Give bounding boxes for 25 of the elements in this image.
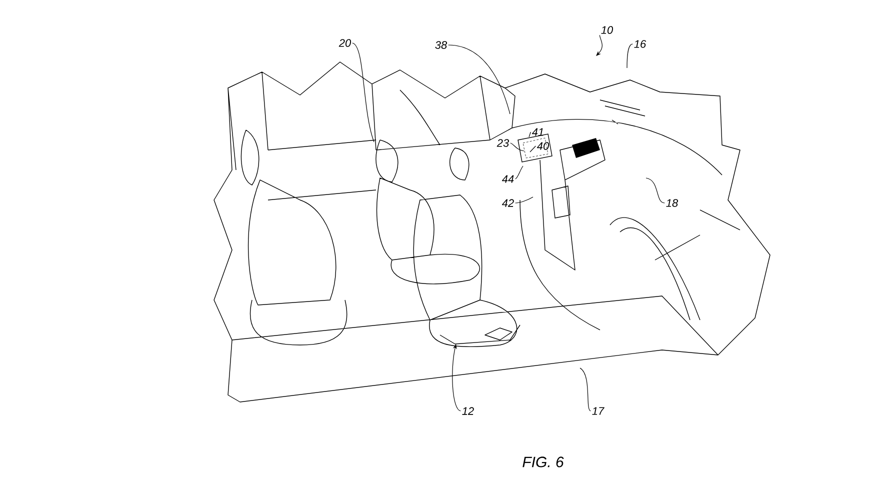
callout-number: 18 [666,199,678,207]
leader-line [452,344,461,412]
callout-number: 42 [502,199,514,207]
leader-line [448,44,510,114]
leader-line [510,142,524,152]
callout-number: 40 [536,142,550,150]
callout-number: 44 [502,175,514,183]
callout-number: 16 [634,40,646,48]
leader-line [646,178,665,204]
callout-number: 10 [601,26,614,34]
callout-number: 23 [496,139,510,147]
figure-caption: FIG. 6 [522,456,564,468]
leader-line [580,368,591,412]
callout-number: 12 [462,407,474,415]
callout-number: 38 [435,41,448,49]
leader-line [528,132,531,138]
callout-number: 17 [592,407,604,415]
leader-line [352,42,374,142]
leader-line [515,166,524,180]
leader-line [515,196,534,204]
leader-line [596,34,602,56]
callout-number: 41 [532,128,544,136]
callout-number: 20 [338,39,352,47]
leader-line [626,44,633,68]
leader-line [530,146,536,152]
